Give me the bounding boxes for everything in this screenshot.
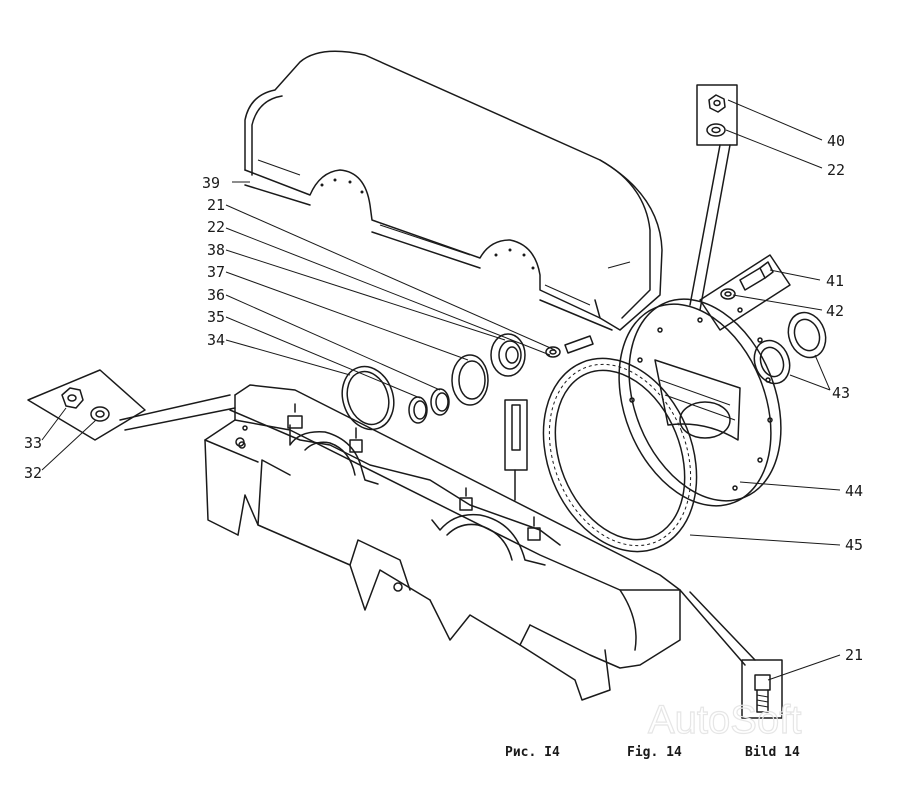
seal-ring-43	[753, 311, 827, 385]
label-37: 37	[207, 263, 225, 281]
part-labels: 40 22 39 21 22 38 37 36 35 34 41 42 43 3…	[24, 132, 863, 664]
label-38: 38	[207, 241, 225, 259]
label-42: 42	[826, 302, 844, 320]
leader-lines	[41, 99, 841, 681]
bearing-38	[490, 333, 526, 377]
label-39: 39	[202, 174, 220, 192]
bearing-37	[451, 354, 489, 406]
label-44: 44	[845, 482, 863, 500]
figure-caption: Рис. I4 Fig. 14 Bild 14	[505, 745, 800, 760]
label-43: 43	[832, 384, 850, 402]
ring-36	[430, 388, 450, 416]
label-33: 33	[24, 434, 42, 452]
detail-plug-washer	[27, 369, 236, 441]
detail-nut-washer	[689, 84, 738, 311]
label-40: 40	[827, 132, 845, 150]
detail-bolt-21	[679, 589, 783, 719]
oil-gauge	[504, 399, 528, 501]
end-cover-44	[618, 298, 782, 507]
detail-bolt-washer	[699, 254, 791, 331]
bolt-21-cover	[564, 335, 594, 354]
label-35: 35	[207, 308, 225, 326]
caption-de: Bild 14	[745, 745, 800, 760]
label-36: 36	[207, 286, 225, 304]
washer-22-cover	[545, 346, 561, 358]
gearbox-housing	[204, 384, 681, 701]
label-41: 41	[826, 272, 844, 290]
label-45: 45	[845, 536, 863, 554]
label-34: 34	[207, 331, 225, 349]
caption-ru: Рис. I4	[505, 745, 560, 760]
gear-cover	[244, 50, 663, 331]
watermark: AutoSoft	[648, 698, 801, 742]
label-21-bottom: 21	[845, 646, 863, 664]
label-22-cover: 22	[207, 218, 225, 236]
ring-35	[408, 396, 428, 424]
caption-en: Fig. 14	[627, 745, 682, 760]
gasket-45	[542, 357, 698, 553]
label-22-top: 22	[827, 161, 845, 179]
label-21-cover: 21	[207, 196, 225, 214]
label-32: 32	[24, 464, 42, 482]
seal-34	[341, 365, 395, 431]
